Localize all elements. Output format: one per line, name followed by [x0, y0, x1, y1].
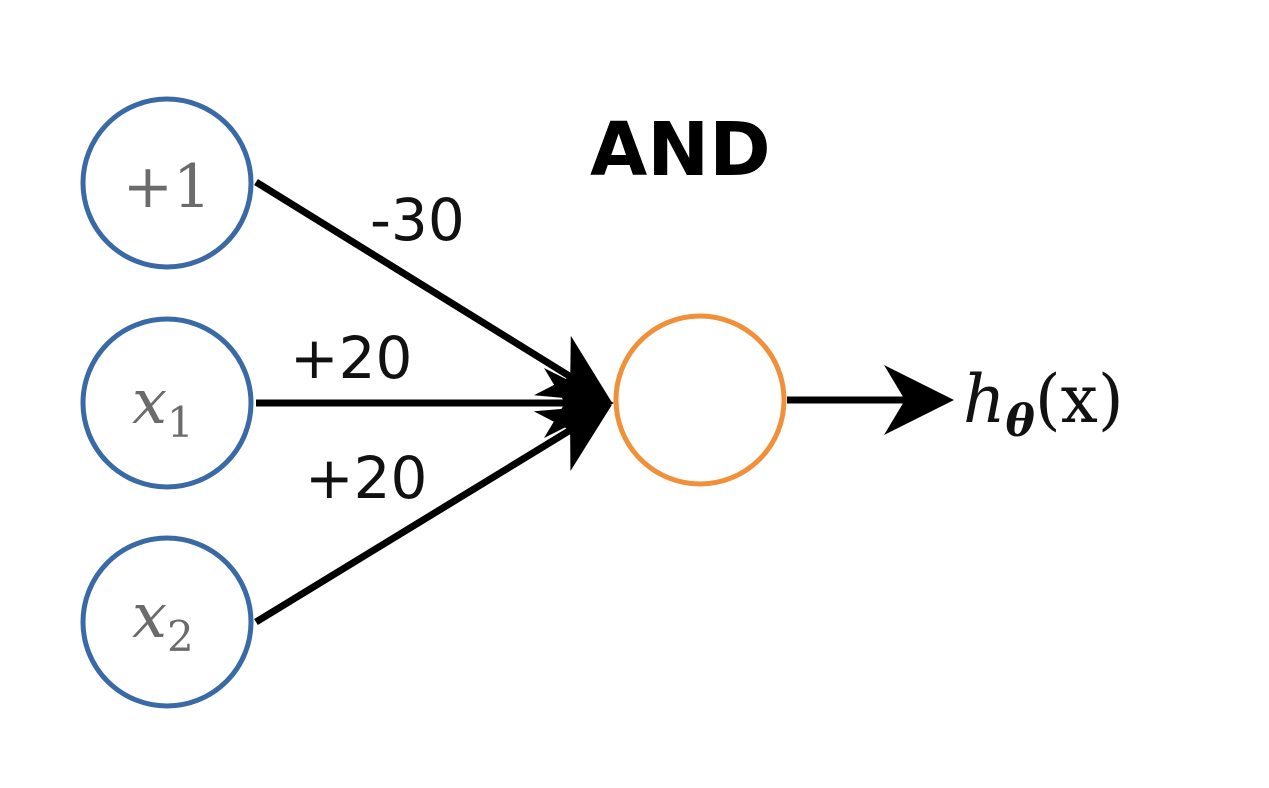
- input-label-x1: x1: [132, 365, 194, 447]
- output-label: hθ(x): [963, 361, 1124, 447]
- weight-x1: +20: [290, 324, 412, 392]
- edge-bias: [254, 179, 612, 403]
- input-node-x1: [80, 316, 254, 490]
- edge-x2: [254, 404, 612, 625]
- input-node-x2: [80, 535, 254, 709]
- diagram-title: AND: [590, 107, 771, 193]
- input-label-bias: +1: [123, 152, 211, 222]
- input-node-bias: [80, 96, 254, 270]
- weight-bias: -30: [370, 186, 465, 254]
- output-node: [613, 313, 787, 487]
- weight-x2: +20: [305, 444, 427, 512]
- input-label-x2: x2: [132, 579, 194, 661]
